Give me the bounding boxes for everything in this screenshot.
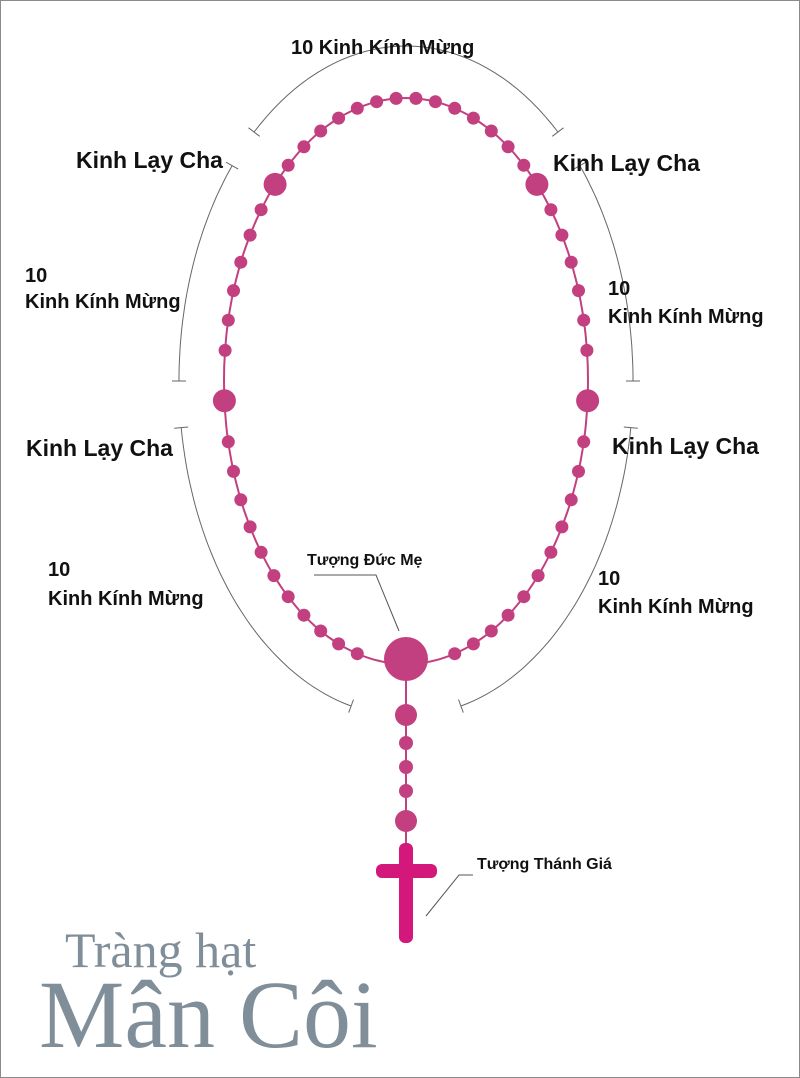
hail-mary-bead bbox=[428, 95, 442, 109]
our-father-bead bbox=[525, 172, 549, 196]
bracket-tick bbox=[248, 127, 261, 137]
hail-mary-bead bbox=[254, 545, 268, 559]
bracket-tick bbox=[225, 161, 239, 170]
hail-mary-bead bbox=[517, 590, 531, 604]
hail-mary-bead bbox=[572, 284, 585, 298]
label-lower-left-ten: 10 bbox=[48, 559, 71, 581]
decade-bracket bbox=[253, 45, 559, 133]
hail-mary-bead bbox=[466, 637, 480, 651]
hail-mary-bead bbox=[350, 101, 364, 115]
hail-mary-bead bbox=[577, 435, 591, 449]
hail-mary-bead bbox=[234, 255, 248, 269]
hail-mary-bead bbox=[370, 95, 384, 109]
label-right-hail-marys: Kinh Kính Mừng bbox=[608, 306, 764, 328]
bracket-tick bbox=[551, 127, 564, 137]
pendant-hail-mary-bead bbox=[399, 736, 413, 750]
our-lady-medal-bead bbox=[384, 637, 428, 681]
bracket-tick bbox=[458, 699, 464, 713]
hail-mary-bead bbox=[409, 91, 423, 105]
hail-mary-bead bbox=[281, 590, 295, 604]
hail-mary-bead bbox=[227, 284, 240, 298]
hail-mary-bead bbox=[555, 520, 569, 534]
bracket-tick bbox=[623, 426, 638, 429]
leader-lines bbox=[314, 574, 473, 917]
label-our-father-mid-left: Kinh Lạy Cha bbox=[26, 435, 173, 461]
hail-mary-bead bbox=[314, 124, 328, 138]
bracket-tick bbox=[174, 426, 189, 429]
decade-bracket bbox=[579, 165, 634, 381]
rosary-beads bbox=[212, 91, 600, 943]
hail-mary-bead bbox=[218, 343, 232, 357]
hail-mary-bead bbox=[350, 647, 364, 661]
hail-mary-bead bbox=[227, 464, 240, 478]
crucifix-crossbar bbox=[376, 864, 437, 878]
our-father-bead bbox=[212, 389, 236, 413]
title-line-1: Tràng hạt bbox=[65, 922, 257, 978]
pendant-hail-mary-bead bbox=[399, 784, 413, 798]
label-lower-left-hail-marys: Kinh Kính Mừng bbox=[48, 588, 204, 610]
hail-mary-bead bbox=[564, 493, 578, 507]
hail-mary-bead bbox=[389, 91, 403, 105]
label-our-father-top-right: Kinh Lạy Cha bbox=[553, 150, 700, 176]
hail-mary-bead bbox=[555, 228, 569, 242]
bracket-tick bbox=[573, 161, 587, 170]
medal-leader-line bbox=[314, 574, 400, 632]
hail-mary-bead bbox=[564, 255, 578, 269]
hail-mary-bead bbox=[243, 520, 257, 534]
label-crucifix: Tượng Thánh Giá bbox=[477, 856, 612, 873]
label-our-father-mid-right: Kinh Lạy Cha bbox=[612, 433, 759, 459]
decade-bracket bbox=[460, 427, 632, 707]
label-lower-right-ten: 10 bbox=[598, 568, 621, 590]
hail-mary-bead bbox=[484, 124, 498, 138]
hail-mary-bead bbox=[531, 569, 545, 583]
decade-bracket bbox=[178, 165, 233, 381]
hail-mary-bead bbox=[544, 545, 558, 559]
our-father-bead bbox=[576, 389, 600, 413]
hail-mary-bead bbox=[243, 228, 257, 242]
decade-brackets bbox=[172, 45, 640, 713]
hail-mary-bead bbox=[484, 624, 498, 638]
decade-bracket bbox=[180, 427, 352, 707]
hail-mary-bead bbox=[267, 569, 281, 583]
hail-mary-bead bbox=[332, 637, 346, 651]
label-right-ten: 10 bbox=[608, 278, 631, 300]
hail-mary-bead bbox=[448, 647, 462, 661]
hail-mary-bead bbox=[314, 624, 328, 638]
label-left-hail-marys: Kinh Kính Mừng bbox=[25, 291, 181, 313]
hail-mary-bead bbox=[517, 158, 531, 172]
label-lower-right-hail-marys: Kinh Kính Mừng bbox=[598, 596, 754, 618]
hail-mary-bead bbox=[234, 493, 248, 507]
pendant-hail-mary-bead bbox=[399, 760, 413, 774]
hail-mary-bead bbox=[281, 158, 295, 172]
crucifix bbox=[399, 843, 413, 943]
hail-mary-bead bbox=[297, 608, 311, 622]
hail-mary-bead bbox=[254, 203, 268, 217]
label-our-father-top-left: Kinh Lạy Cha bbox=[76, 147, 223, 173]
label-left-ten: 10 bbox=[25, 265, 48, 287]
hail-mary-bead bbox=[572, 464, 585, 478]
our-father-bead bbox=[263, 172, 287, 196]
hail-mary-bead bbox=[221, 435, 235, 449]
pendant-our-father-bead bbox=[395, 704, 417, 726]
crucifix-leader-line bbox=[425, 874, 473, 917]
hail-mary-bead bbox=[580, 343, 594, 357]
hail-mary-bead bbox=[466, 111, 480, 125]
title-line-2: Mân Côi bbox=[39, 961, 378, 1068]
hail-mary-bead bbox=[448, 101, 462, 115]
label-our-lady-medal: Tượng Đức Mẹ bbox=[307, 552, 423, 569]
label-top-hail-marys: 10 Kinh Kính Mừng bbox=[291, 37, 475, 59]
hail-mary-bead bbox=[501, 608, 515, 622]
hail-mary-bead bbox=[297, 140, 311, 154]
hail-mary-bead bbox=[332, 111, 346, 125]
bracket-tick bbox=[348, 699, 354, 713]
hail-mary-bead bbox=[221, 313, 235, 327]
hail-mary-bead bbox=[501, 140, 515, 154]
hail-mary-bead bbox=[544, 203, 558, 217]
pendant-our-father-bead bbox=[395, 810, 417, 832]
hail-mary-bead bbox=[577, 313, 591, 327]
